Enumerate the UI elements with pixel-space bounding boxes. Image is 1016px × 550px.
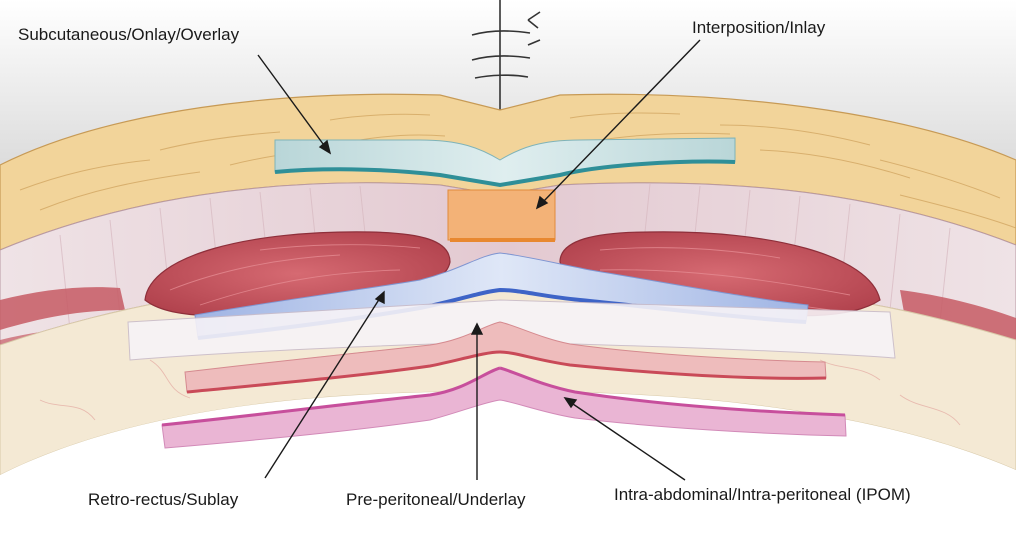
ipom-mesh-edge bbox=[499, 366, 846, 417]
onlay-mesh-edge bbox=[274, 159, 736, 188]
lateral-muscle-left bbox=[0, 287, 125, 330]
pointer-ipom bbox=[569, 401, 686, 481]
label-inlay: Interposition/Inlay bbox=[692, 18, 826, 37]
pointer-inlay bbox=[541, 39, 701, 204]
label-underlay: Pre-peritoneal/Underlay bbox=[346, 490, 526, 509]
suture-icon bbox=[471, 0, 541, 110]
pointer-lines bbox=[257, 39, 701, 481]
inlay-mesh bbox=[447, 189, 556, 241]
label-sublay: Retro-rectus/Sublay bbox=[88, 490, 239, 509]
skin-surface bbox=[0, 0, 1016, 165]
vessel-lines bbox=[39, 359, 961, 426]
label-onlay: Subcutaneous/Onlay/Overlay bbox=[18, 25, 240, 44]
underlay-mesh-edge bbox=[186, 350, 827, 394]
pointer-onlay bbox=[257, 54, 327, 149]
label-ipom: Intra-abdominal/Intra-peritoneal (IPOM) bbox=[614, 485, 911, 504]
pointer-sublay bbox=[264, 297, 381, 479]
